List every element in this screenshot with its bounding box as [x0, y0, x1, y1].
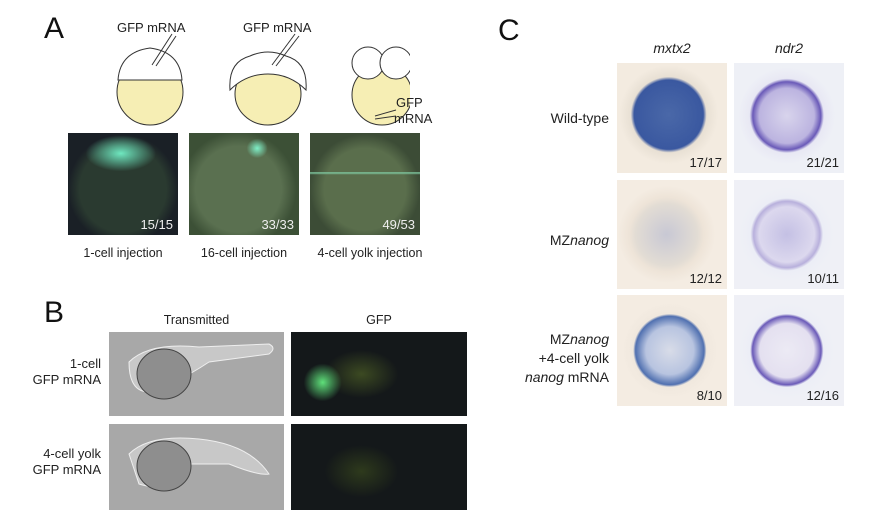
injection-label-2: GFP mRNA: [243, 20, 312, 35]
row-label-line: GFP mRNA: [32, 462, 101, 477]
count: 49/53: [382, 217, 415, 232]
count: 15/15: [140, 217, 173, 232]
label-line-1: MZnanog: [525, 330, 609, 349]
gfp-image-16-cell: 33/33: [189, 133, 299, 235]
count: 12/16: [806, 388, 839, 403]
label-italic: nanog: [570, 331, 609, 347]
row-label-line: GFP mRNA: [32, 372, 101, 387]
count: 21/21: [806, 155, 839, 170]
caption-4-cell-yolk: 4-cell yolk injection: [317, 246, 423, 260]
ish-mznanog-mxtx2: 12/12: [617, 180, 727, 289]
gfp-image-4-cell-yolk-larva: [291, 424, 467, 510]
panel-b-letter: B: [44, 296, 65, 329]
count: 33/33: [261, 217, 294, 232]
count: 12/12: [689, 271, 722, 286]
panel-a-letter: A: [44, 12, 65, 45]
caption-16-cell: 16-cell injection: [200, 246, 288, 260]
caption-1-cell: 1-cell injection: [83, 246, 163, 260]
label-suffix: mRNA: [563, 369, 609, 385]
column-mxtx2: mxtx2: [653, 40, 691, 56]
transmitted-image-4-cell-yolk: [109, 424, 284, 510]
row-label-line: 1-cell: [69, 356, 101, 371]
label-italic: nanog: [524, 369, 564, 385]
injection-label-3b: mRNA: [394, 111, 433, 126]
label-line-2: +4-cell yolk: [538, 350, 609, 366]
column-gfp: GFP: [366, 313, 392, 327]
count: 17/17: [689, 155, 722, 170]
gfp-image-1-cell: 15/15: [68, 133, 178, 235]
row-label-wild-type: Wild-type: [550, 110, 609, 126]
label-line-3: nanog mRNA: [525, 368, 609, 387]
row-label-line: 4-cell yolk: [43, 446, 101, 461]
gfp-image-1-cell-larva: [291, 332, 467, 416]
column-transmitted: Transmitted: [163, 313, 230, 327]
sixteen-cell-embryo-drawing: [229, 33, 307, 126]
ish-wildtype-ndr2: 21/21: [734, 63, 844, 173]
four-cell-embryo-drawing: [351, 46, 410, 126]
count: 10/11: [807, 271, 839, 286]
gfp-image-4-cell-yolk: 49/53: [310, 133, 420, 235]
label-prefix: MZ: [549, 331, 571, 347]
count: 8/10: [696, 388, 722, 403]
column-ndr2: ndr2: [774, 40, 804, 56]
label-prefix: MZ: [549, 232, 571, 248]
injection-label-1: GFP mRNA: [117, 20, 186, 35]
injection-label-3a: GFP: [396, 95, 423, 110]
transmitted-image-1-cell: [109, 332, 284, 416]
one-cell-embryo-drawing: [116, 33, 184, 126]
ish-wildtype-mxtx2: 17/17: [617, 63, 727, 173]
row-label-mznanog-rescue: MZnanog +4-cell yolk nanog mRNA: [525, 330, 609, 387]
ish-rescue-mxtx2: 8/10: [617, 295, 727, 406]
label-italic: nanog: [570, 232, 609, 248]
ish-rescue-ndr2: 12/16: [734, 295, 844, 406]
embryo-drawings: [116, 33, 410, 126]
row-label-mznanog: MZnanog: [550, 232, 609, 248]
panel-c-letter: C: [498, 14, 520, 47]
ish-mznanog-ndr2: 10/11: [734, 180, 844, 289]
